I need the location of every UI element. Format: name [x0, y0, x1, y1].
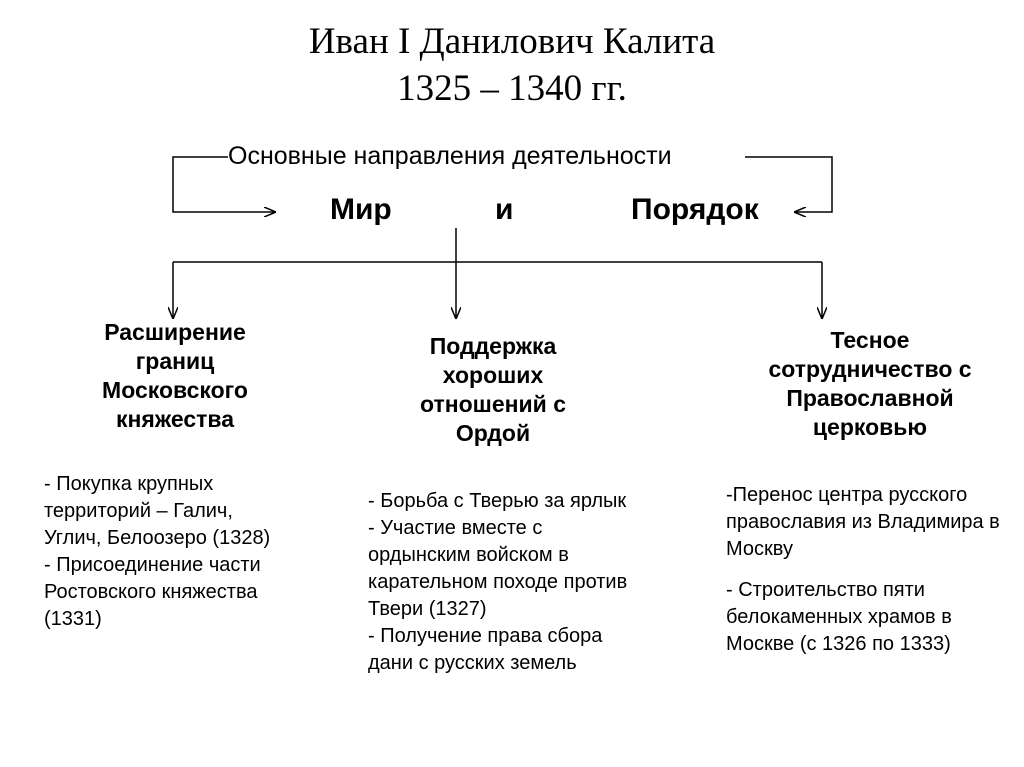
peace-label: Мир [330, 193, 392, 226]
heading-line: Расширение [104, 319, 246, 345]
order-label: Порядок [631, 193, 759, 226]
list-item: -Перенос центра русского православия из … [726, 484, 1000, 560]
list-item: - Получение права сбора дани с русских з… [368, 625, 603, 674]
church-cooperation-list: -Перенос центра русского православия из … [726, 482, 1018, 658]
heading-line: отношений с [420, 391, 566, 417]
title-years: 1325 – 1340 гг. [397, 68, 627, 109]
heading-line: границ [135, 348, 215, 374]
heading-line: Тесное [830, 327, 910, 353]
right-bracket-arrow [745, 156, 833, 212]
heading-line: Поддержка [429, 333, 557, 359]
expansion-heading: Расширение границ Московского княжества [60, 318, 290, 434]
heading-line: сотрудничество с [768, 356, 972, 382]
church-cooperation-heading: Тесное сотрудничество с Православной цер… [730, 326, 1010, 442]
horde-relations-list: - Борьба с Тверью за ярлык - Участие вме… [368, 488, 630, 677]
title-name: Иван I Данилович Калита [308, 21, 716, 62]
list-item: - Покупка крупных территорий – Галич, Уг… [44, 473, 271, 549]
horde-relations-heading: Поддержка хороших отношений с Ордой [378, 332, 608, 448]
list-item: - Строительство пяти белокаменных храмов… [726, 579, 952, 655]
list-item: - Участие вместе с ордынским войском в к… [368, 517, 628, 620]
heading-line: княжества [116, 406, 234, 432]
main-directions-label: Основные направления деятельности [228, 142, 672, 170]
heading-line: хороших [442, 362, 544, 388]
and-label: и [495, 193, 514, 226]
heading-line: Ордой [455, 420, 531, 446]
left-bracket-arrow [172, 156, 275, 212]
expansion-list: - Покупка крупных территорий – Галич, Уг… [44, 471, 292, 633]
heading-line: церковью [812, 414, 928, 440]
list-item: - Присоединение части Ростовского княжес… [44, 554, 261, 630]
heading-line: Православной [786, 385, 954, 411]
heading-line: Московского [102, 377, 248, 403]
list-item: - Борьба с Тверью за ярлык [368, 490, 627, 512]
